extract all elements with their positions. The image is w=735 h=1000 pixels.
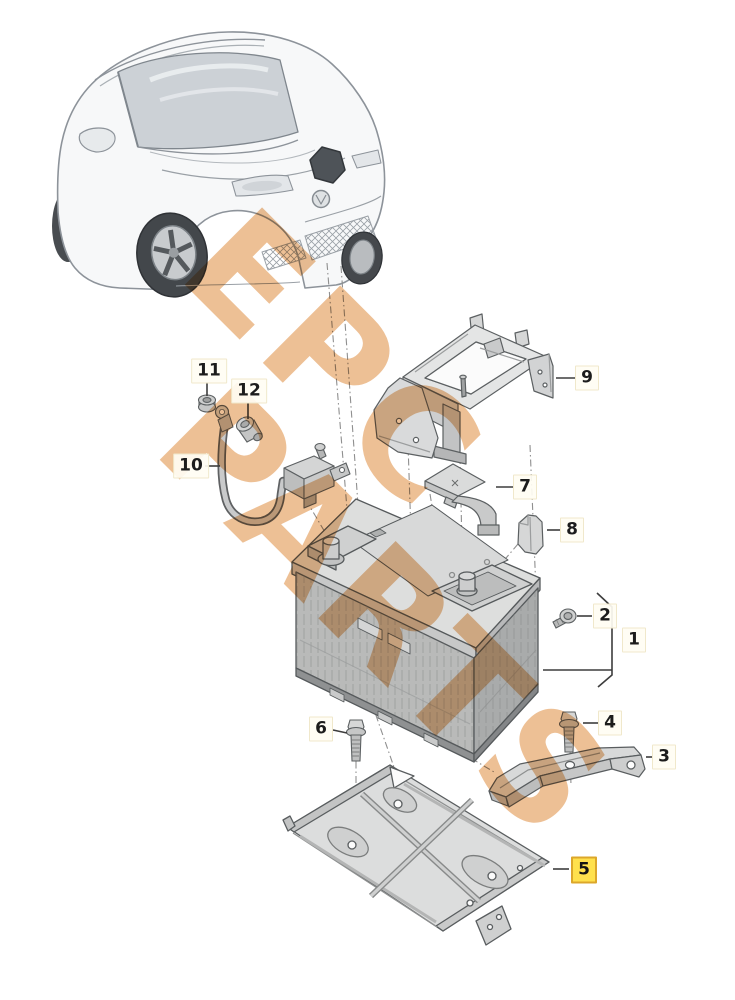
part-tray-5 (282, 764, 550, 946)
callout-2[interactable]: 2 (593, 603, 617, 629)
brand-emblem (311, 189, 331, 209)
callout-6[interactable]: 6 (309, 716, 333, 742)
part-bracket-3 (488, 746, 646, 808)
headlight-right (351, 149, 382, 169)
roofline (94, 38, 266, 81)
hood-hexagon-marker (309, 146, 346, 184)
callout-5[interactable]: 5 (571, 856, 597, 884)
callout-10[interactable]: 10 (173, 453, 209, 479)
part-spacer-8 (517, 514, 544, 555)
callout-7[interactable]: 7 (513, 474, 537, 500)
battery-terminal-right (456, 571, 478, 597)
a-pillar (117, 71, 139, 148)
callout-11[interactable]: 11 (191, 358, 227, 384)
battery-terminal-left (317, 536, 345, 567)
part-nut-11 (197, 394, 217, 413)
front-wheel (136, 212, 208, 298)
part-plug-12 (235, 416, 263, 443)
rocker-line (175, 281, 301, 287)
part-bolt-4 (558, 711, 580, 753)
side-mirror (78, 127, 116, 153)
part-clamp-7 (424, 463, 500, 536)
roof-rail (99, 44, 265, 87)
part-battery (291, 498, 541, 763)
hood-crease (149, 149, 316, 164)
callout-9[interactable]: 9 (575, 365, 599, 391)
part-battery-cable-10 (214, 404, 288, 526)
front-right-wheel (341, 231, 383, 285)
leader-6 (332, 729, 348, 734)
callout-1[interactable]: 1 (622, 627, 646, 653)
callout-12[interactable]: 12 (231, 378, 267, 404)
bumper-line (304, 195, 382, 223)
vehicle-illustration (52, 31, 386, 298)
part-terminal-clamp-sensor (283, 442, 351, 509)
assembly-bracket-1 (543, 592, 613, 688)
lower-intake-hatch (261, 239, 307, 271)
callout-4[interactable]: 4 (598, 710, 622, 736)
part-screw-2 (552, 608, 577, 629)
hood-line (137, 139, 299, 155)
callout-8[interactable]: 8 (560, 517, 584, 543)
callout-3[interactable]: 3 (652, 744, 676, 770)
part-bolt-6 (345, 719, 367, 762)
part-console-bracket-9 (373, 313, 554, 465)
